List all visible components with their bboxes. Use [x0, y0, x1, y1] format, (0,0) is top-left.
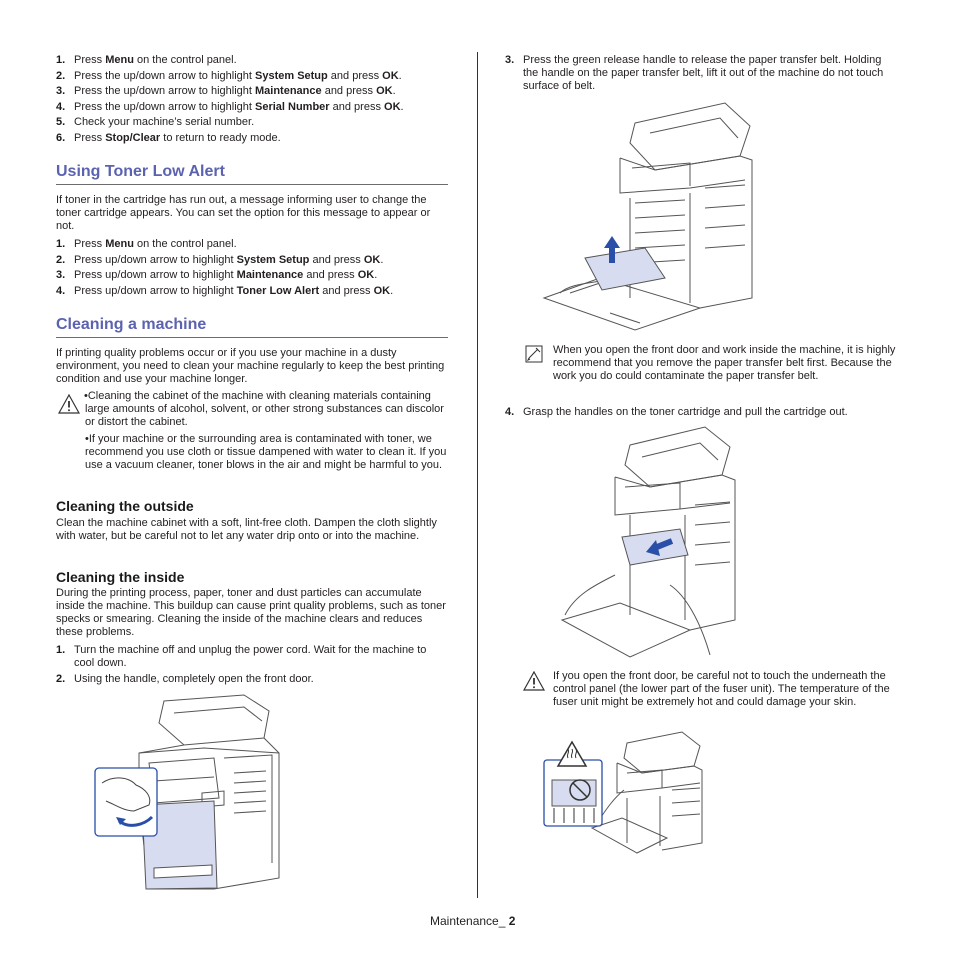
- step-number: 2.: [56, 672, 66, 685]
- step-number: 4.: [56, 284, 66, 297]
- fuser-caution-text: If you open the front door, be careful n…: [553, 670, 890, 708]
- serial-step-4: 4.Press the up/down arrow to highlight S…: [56, 100, 404, 113]
- step-number: 3.: [56, 85, 66, 98]
- toner-low-alert-heading: Using Toner Low Alert: [56, 163, 448, 185]
- step-number: 3.: [56, 269, 66, 282]
- cleaning-outside-text: Clean the machine cabinet with a soft, l…: [56, 517, 437, 542]
- toner-step-2: 2.Press up/down arrow to highlight Syste…: [56, 253, 384, 266]
- inside-step-1: 1.Turn the machine off and unplug the po…: [56, 644, 427, 669]
- toner-cartridge-illustration: [560, 426, 736, 658]
- caution-icon-fuser: [523, 670, 545, 691]
- step-number: 6.: [56, 131, 66, 144]
- step-number: 5.: [56, 116, 66, 129]
- no-touch-icon: [569, 779, 591, 801]
- serial-step-6: 6.Press Stop/Clear to return to ready mo…: [56, 131, 281, 144]
- step-number: 1.: [56, 644, 66, 656]
- serial-number-steps: 1.Press Menu on the control panel. 2.Pres…: [56, 54, 448, 148]
- toner-intro-text: If toner in the cartridge has run out, a…: [56, 194, 431, 232]
- cleaning-inside-text: During the printing process, paper, tone…: [56, 587, 446, 638]
- note-text: When you open the front door and work in…: [553, 344, 896, 382]
- toner-step-3: 3.Press up/down arrow to highlight Maint…: [56, 269, 378, 282]
- step-number: 4.: [56, 100, 66, 113]
- cleaning-inside-steps: 1.Turn the machine off and unplug the po…: [56, 644, 448, 688]
- serial-step-2: 2.Press the up/down arrow to highlight S…: [56, 69, 402, 82]
- hand-inset-box: [94, 767, 158, 837]
- step-number: 1.: [56, 54, 66, 66]
- toner-step-1: 1.Press Menu on the control panel.: [56, 238, 237, 250]
- step-4-text: Grasp the handles on the toner cartridge…: [523, 406, 848, 418]
- footer-section: Maintenance_: [430, 914, 509, 928]
- cleaning-intro-text: If printing quality problems occur or if…: [56, 347, 445, 385]
- serial-step-1: 1.Press Menu on the control panel.: [56, 54, 237, 66]
- toner-low-alert-steps: 1.Press Menu on the control panel. 2.Pres…: [56, 238, 448, 300]
- step-number: 1.: [56, 238, 66, 250]
- step-4: 4. Grasp the handles on the toner cartri…: [505, 406, 897, 419]
- step-number: 2.: [56, 253, 66, 266]
- caution-icon: [58, 393, 80, 414]
- note-icon: [525, 345, 543, 363]
- caution-text-1: •Cleaning the cabinet of the machine wit…: [84, 390, 444, 428]
- step-number: 2.: [56, 69, 66, 82]
- cleaning-machine-heading: Cleaning a machine: [56, 316, 448, 338]
- cleaning-inside-heading: Cleaning the inside: [56, 569, 185, 585]
- page-footer: Maintenance_ 2: [430, 915, 515, 928]
- inside-step-2: 2.Using the handle, completely open the …: [56, 672, 314, 685]
- column-divider: [477, 52, 478, 898]
- serial-step-5: 5.Check your machine’s serial number.: [56, 116, 255, 129]
- step-3-text: Press the green release handle to releas…: [523, 54, 884, 92]
- cleaning-outside-heading: Cleaning the outside: [56, 498, 194, 514]
- printer-open-door-illustration: [94, 694, 280, 890]
- transfer-belt-illustration: [542, 102, 753, 331]
- transfer-belt: [584, 247, 666, 291]
- caution-text-2: •If your machine or the surrounding area…: [85, 433, 447, 471]
- serial-step-3: 3.Press the up/down arrow to highlight M…: [56, 85, 396, 98]
- step-3: 3. Press the green release handle to rel…: [505, 54, 897, 93]
- toner-step-4: 4.Press up/down arrow to highlight Toner…: [56, 284, 394, 297]
- fuser-warning-illustration: [543, 731, 703, 854]
- page-number: 2: [508, 914, 516, 928]
